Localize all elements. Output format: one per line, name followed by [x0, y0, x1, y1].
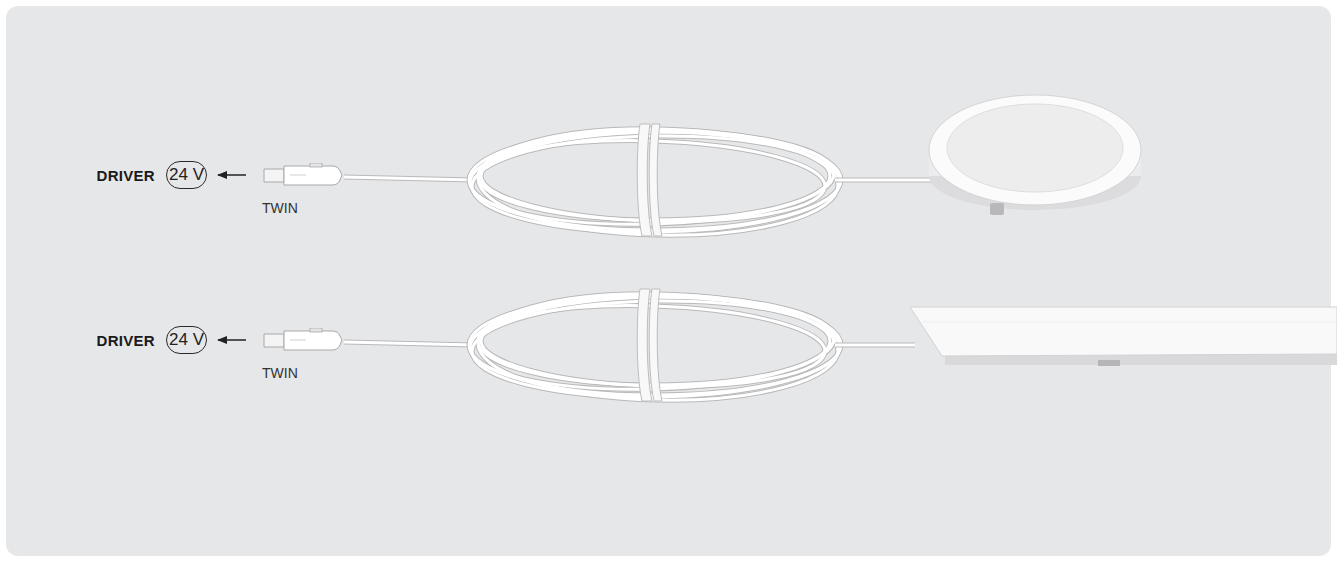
driver-voltage-pill: DRIVER24 V — [166, 326, 207, 354]
background-panel — [6, 6, 1331, 556]
plug-shape — [262, 163, 346, 188]
twin-connector: TWIN — [262, 328, 346, 353]
cable-row-one — [344, 124, 935, 239]
connector-label: TWIN — [262, 365, 298, 381]
driver-label: DRIVER — [97, 167, 155, 184]
twin-connector: TWIN — [262, 163, 346, 188]
voltage-label: 24 V — [167, 165, 206, 185]
arrow-connector — [218, 339, 246, 341]
cable-row-two — [344, 289, 915, 404]
connector-label: TWIN — [262, 200, 298, 216]
driver-label: DRIVER — [97, 332, 155, 349]
puck-light — [929, 95, 1141, 215]
driver-voltage-pill: DRIVER24 V — [166, 161, 207, 189]
plug-shape — [262, 328, 346, 353]
linear-light-bar — [910, 307, 1337, 366]
arrow-connector — [218, 174, 246, 176]
voltage-label: 24 V — [167, 330, 206, 350]
